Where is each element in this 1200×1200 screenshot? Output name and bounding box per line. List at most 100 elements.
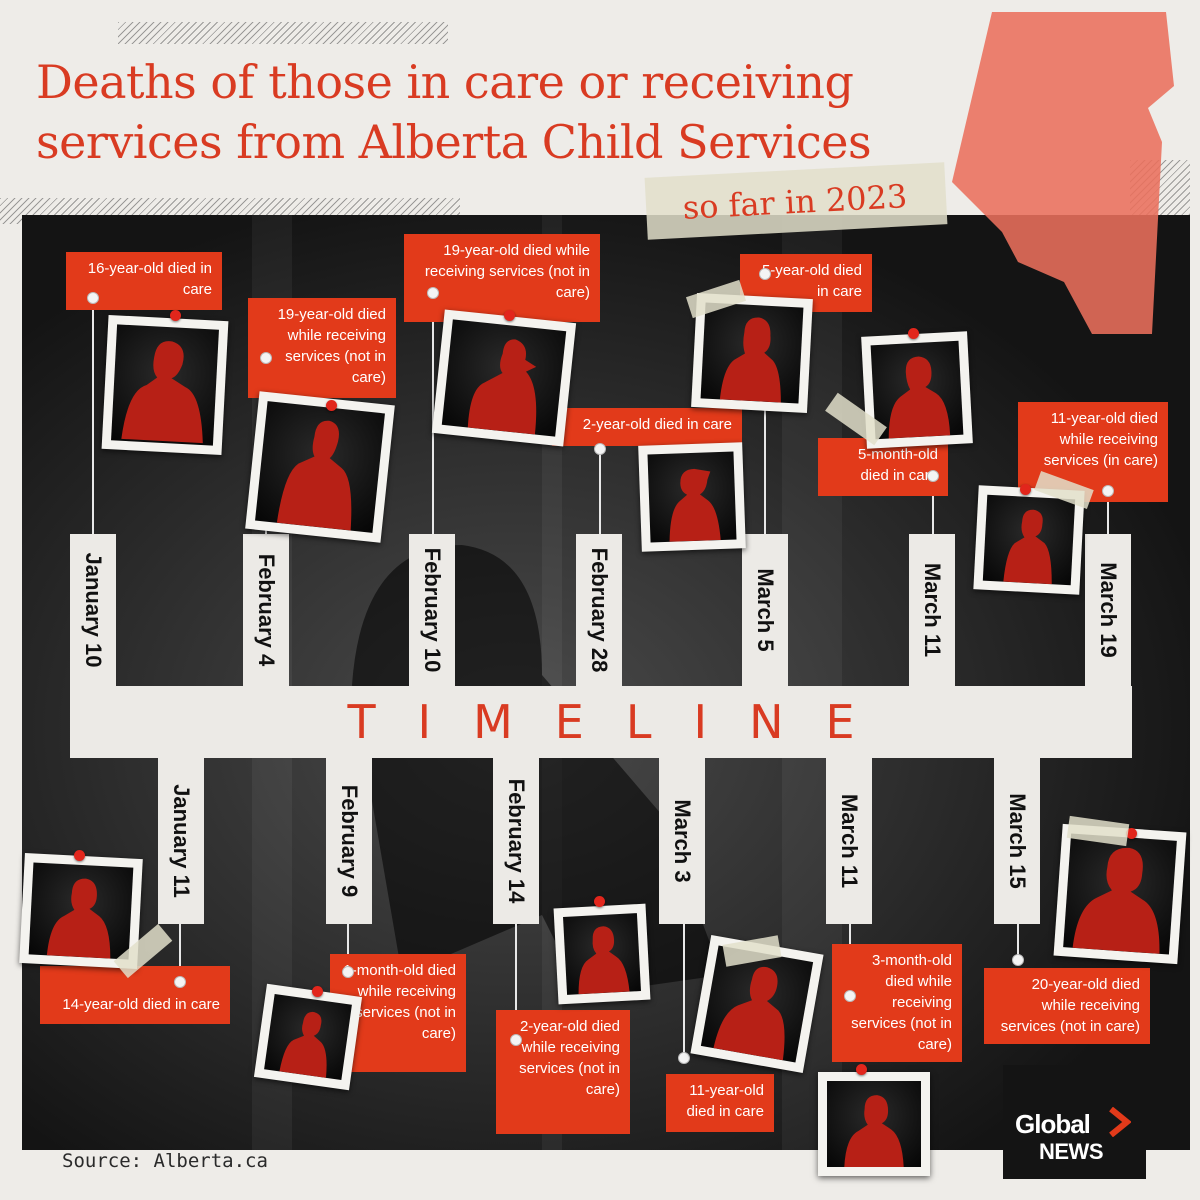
timeline-label: TIMELINE [347,695,897,749]
alberta-map-icon [952,12,1174,334]
note-text: 5-month-old died in care [857,446,938,484]
timeline-dot [594,443,606,455]
victim-photo [253,983,363,1091]
victim-photo [245,391,395,543]
push-pin-icon [594,896,605,907]
note-text: 2-year-old died while receiving services… [519,1018,620,1098]
date-label: February 28 [587,547,612,673]
date-label: February 9 [337,784,362,898]
date-label: February 4 [254,553,279,667]
note-text: 5-year-old died in care [761,262,862,300]
connector-line [179,924,181,982]
date-label: March 5 [753,568,778,652]
date-label: March 19 [1096,562,1121,658]
timeline-dot [927,470,939,482]
logo-line-2: NEWS [1039,1139,1104,1164]
date-tab: February 28 [576,534,622,686]
event-note: 19-year-old died while receiving service… [404,234,600,322]
event-note: 14-year-old died in care [40,966,230,1024]
victim-photo [1053,823,1187,965]
push-pin-icon [1126,828,1137,839]
note-text: 16-year-old died in care [87,260,212,298]
connector-line [599,452,601,534]
date-label: March 3 [670,799,695,883]
victim-photo [818,1072,930,1176]
date-tab: March 11 [909,534,955,686]
date-label: March 11 [837,793,862,889]
timeline-dot [1102,485,1114,497]
connector-line [932,478,934,534]
date-label: January 10 [81,552,106,668]
victim-photo [431,309,577,447]
connector-line [347,924,349,972]
note-text: 3-month-old died while receiving service… [851,952,952,1053]
note-text: 11-year-old died while receiving service… [1043,410,1158,469]
timeline-dot [174,976,186,988]
page-title: Deaths of those in care or receiving ser… [36,55,872,169]
date-tab: March 5 [742,534,788,686]
push-pin-icon [74,850,85,861]
date-tab: March 15 [994,758,1040,924]
logo-line-1: Global [1015,1109,1091,1139]
timeline-dot [87,292,99,304]
date-label: March 15 [1005,793,1030,889]
note-text: 14-year-old died in care [62,996,220,1013]
push-pin-icon [170,310,181,321]
date-tab: February 9 [326,758,372,924]
victim-photo [638,442,746,552]
timeline-dot [260,352,272,364]
timeline-dot [342,966,354,978]
date-tab: January 11 [158,758,204,924]
date-tab: January 10 [70,534,116,686]
victim-photo [973,485,1085,595]
note-text: 20-year-old died while receiving service… [1000,976,1140,1035]
timeline-dot [678,1052,690,1064]
victim-photo [691,293,813,413]
timeline-dot [427,287,439,299]
timeline-dot [759,268,771,280]
push-pin-icon [504,310,515,321]
date-label: January 11 [169,784,194,898]
note-text: 2-year-old died in care [582,416,732,433]
date-label: February 10 [420,547,445,673]
victim-photo [861,331,973,449]
push-pin-icon [1020,484,1031,495]
hatch-decoration-top [118,22,448,44]
event-note: 11-year-old died in care [666,1074,774,1132]
push-pin-icon [908,328,919,339]
connector-line [1017,924,1019,960]
timeline-bar: TIMELINE [70,686,1132,758]
event-note: 20-year-old died while receiving service… [984,968,1150,1044]
global-news-logo: Global NEWS [1003,1065,1146,1179]
date-tab: March 11 [826,758,872,924]
date-label: February 14 [504,778,529,904]
connector-line [683,924,685,1058]
note-text: 19-year-old died while receiving service… [277,306,386,386]
event-note: 3-month-old died while receiving service… [832,944,962,1062]
push-pin-icon [326,400,337,411]
timeline-dot [844,990,856,1002]
event-note: 2-year-old died while receiving services… [496,1010,630,1134]
victim-photo [101,314,229,456]
push-pin-icon [856,1064,867,1075]
logo-chevron-icon [1109,1107,1131,1137]
note-text: 1-month-old died while receiving service… [343,962,456,1042]
victim-photo [553,903,651,1005]
victim-photo [690,935,824,1073]
connector-line [1107,492,1109,534]
timeline-dot [510,1034,522,1046]
note-text: 19-year-old died while receiving service… [424,242,590,301]
connector-line [92,300,94,534]
push-pin-icon [312,986,323,997]
person-silhouette-icon [121,341,203,444]
connector-line [515,924,517,1040]
date-tab: February 10 [409,534,455,686]
event-note: 2-year-old died in care [552,408,742,446]
date-tab: February 14 [493,758,539,924]
date-label: March 11 [920,562,945,658]
note-text: 11-year-old died in care [686,1082,764,1120]
date-tab: February 4 [243,534,289,686]
date-tab: March 3 [659,758,705,924]
victim-photo [19,852,143,970]
date-tab: March 19 [1085,534,1131,686]
